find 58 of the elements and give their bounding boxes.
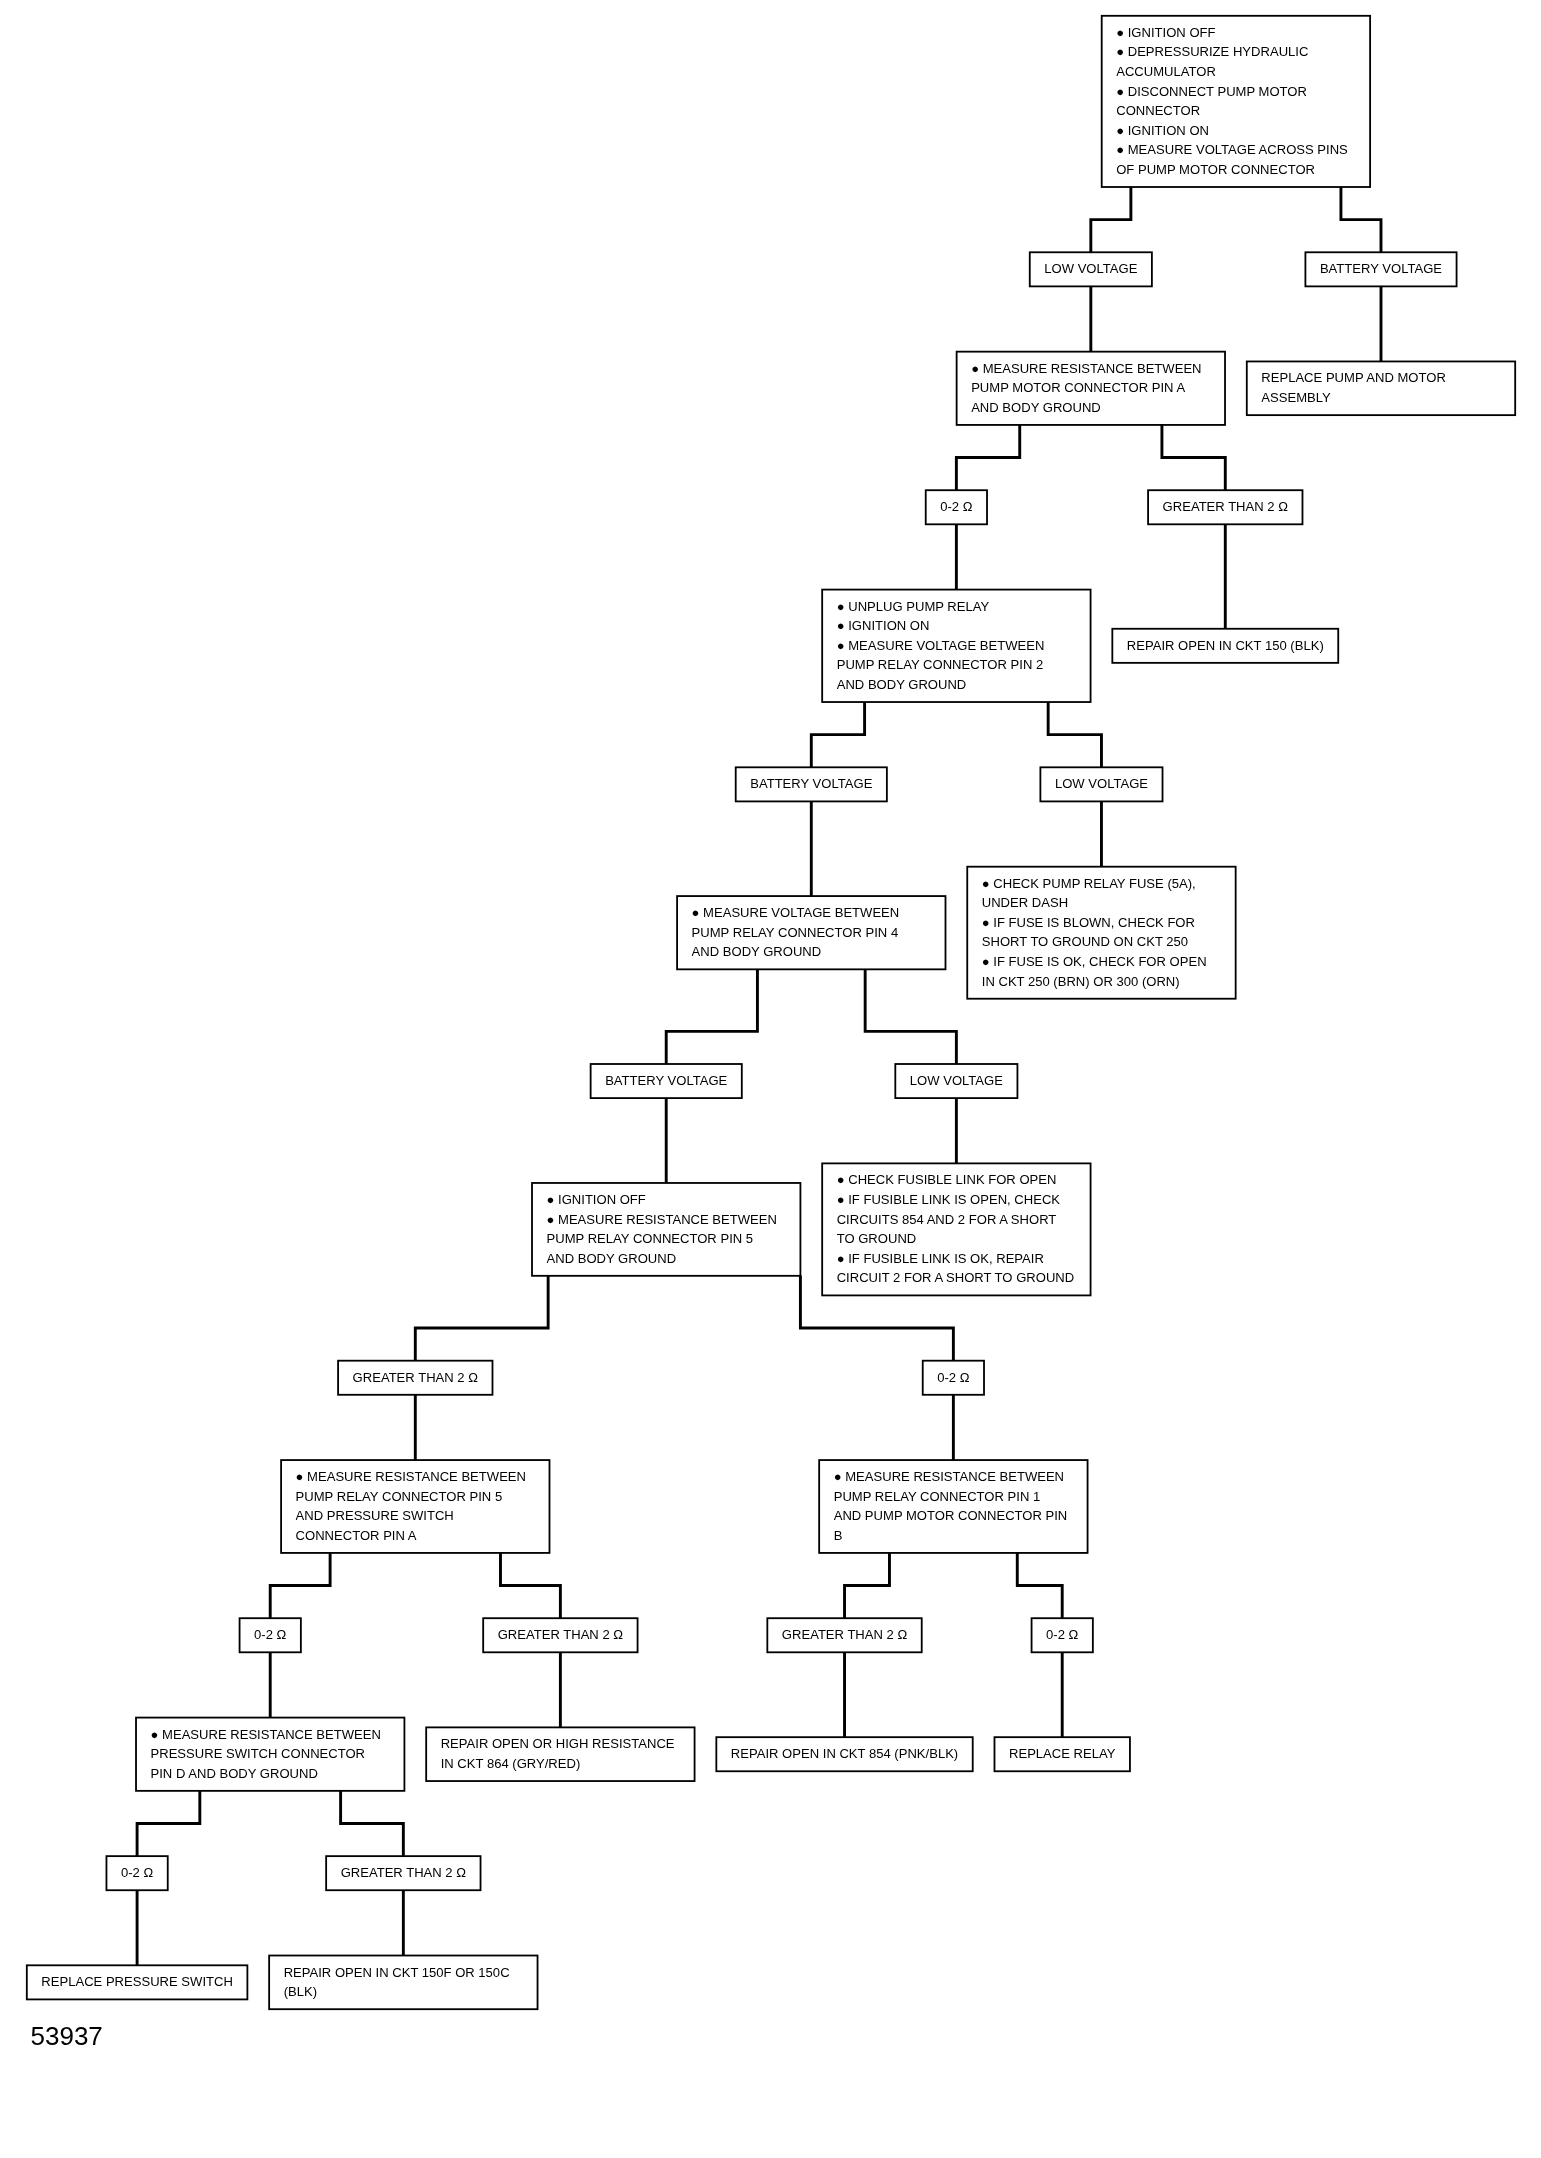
node-box: ● MEASURE RESISTANCE BETWEEN PUMP RELAY CONNECTOR PIN 1 AND PUMP MOTOR CONNECTOR PIN B xyxy=(817,1459,1088,1554)
node-box: ● MEASURE RESISTANCE BETWEEN PUMP MOTOR CONNECTOR PIN A AND BODY GROUND xyxy=(955,350,1226,426)
node-box: GREATER THAN 2 Ω xyxy=(765,1617,923,1654)
connector xyxy=(338,1790,405,1858)
node-box: ● MEASURE RESISTANCE BETWEEN PRESSURE SWITCH CONNECTOR PIN D AND BODY GROUND xyxy=(134,1716,405,1792)
connector xyxy=(809,801,813,898)
node-box: GREATER THAN 2 Ω xyxy=(336,1359,493,1396)
connector xyxy=(268,1552,332,1620)
connector xyxy=(863,969,958,1066)
node-box: LOW VOLTAGE xyxy=(1039,766,1163,803)
node-box: LOW VOLTAGE xyxy=(1028,251,1153,288)
node-box: ● MEASURE RESISTANCE BETWEEN PUMP RELAY CONNECTOR PIN 5 AND PRESSURE SWITCH CONNECTOR PIN A xyxy=(279,1459,550,1554)
connector xyxy=(1339,187,1382,254)
connector xyxy=(951,1394,955,1462)
node-box: ● IGNITION OFF ● MEASURE RESISTANCE BETWEEN PUMP RELAY CONNECTOR PIN 5 AND BODY GROUND xyxy=(530,1182,801,1277)
connector xyxy=(809,702,866,769)
node-box: REPAIR OPEN OR HIGH RESISTANCE IN CKT 864 (GRY/RED) xyxy=(424,1726,695,1782)
figure-number: 53937 xyxy=(30,2021,103,2052)
node-box: 0-2 Ω xyxy=(105,1855,169,1892)
connector xyxy=(558,1652,562,1729)
node-box: ● UNPLUG PUMP RELAY ● IGNITION ON ● MEASURE VOLTAGE BETWEEN PUMP RELAY CONNECTOR PIN 2 AND BODY GROUND xyxy=(820,588,1091,703)
connector xyxy=(664,969,759,1066)
connector xyxy=(135,1790,201,1858)
connector xyxy=(842,1652,846,1739)
connector xyxy=(1379,286,1382,363)
node-box: REPAIR OPEN IN CKT 150F OR 150C (BLK) xyxy=(267,1954,538,2011)
node-box: REPLACE RELAY xyxy=(993,1736,1131,1773)
node-box: ● IGNITION OFF ● DEPRESSURIZE HYDRAULIC ACCUMULATOR ● DISCONNECT PUMP MOTOR CONNECTOR ● IGNITION ON ● MEASURE VOLTAGE ACROSS PINS OF PUMP MOTOR CONNECTOR xyxy=(1100,14,1371,188)
node-box: LOW VOLTAGE xyxy=(893,1063,1018,1099)
connector xyxy=(401,1890,405,1957)
node-box: BATTERY VOLTAGE xyxy=(734,766,888,803)
node-box: GREATER THAN 2 Ω xyxy=(481,1617,638,1654)
node-box: ● CHECK PUMP RELAY FUSE (5A), UNDER DASH ● IF FUSE IS BLOWN, CHECK FOR SHORT TO GROUND ON CKT 250 ● IF FUSE IS OK, CHECK FOR OPEN IN CKT 250 (BRN) OR 300 (ORN) xyxy=(965,865,1237,1000)
connector xyxy=(1046,702,1103,769)
connector xyxy=(135,1890,139,1967)
connector xyxy=(954,424,1021,492)
node-box: GREATER THAN 2 Ω xyxy=(1146,489,1303,526)
node-box: 0-2 Ω xyxy=(238,1617,302,1654)
node-box: REPLACE PUMP AND MOTOR ASSEMBLY xyxy=(1245,360,1516,417)
connector xyxy=(1015,1552,1064,1620)
node-box: 0-2 Ω xyxy=(1030,1617,1094,1654)
node-box: REPAIR OPEN IN CKT 150 (BLK) xyxy=(1110,627,1339,664)
connector xyxy=(1160,424,1227,492)
connector xyxy=(1060,1652,1064,1739)
connector xyxy=(842,1552,891,1620)
node-box: ● CHECK FUSIBLE LINK FOR OPEN ● IF FUSIBLE LINK IS OPEN, CHECK CIRCUITS 854 AND 2 FOR A SHORT TO GROUND ● IF FUSIBLE LINK IS OK, REPAIR CIRCUIT 2 FOR A SHORT TO GROUND xyxy=(820,1162,1091,1297)
connector xyxy=(1088,187,1132,254)
connector xyxy=(954,1098,958,1165)
node-box: REPAIR OPEN IN CKT 854 (PNK/BLK) xyxy=(714,1736,974,1773)
node-box: GREATER THAN 2 Ω xyxy=(324,1855,481,1892)
node-box: ● MEASURE VOLTAGE BETWEEN PUMP RELAY CONNECTOR PIN 4 AND BODY GROUND xyxy=(675,895,946,971)
node-box: 0-2 Ω xyxy=(924,489,988,526)
connector xyxy=(413,1394,417,1462)
node-box: REPLACE PRESSURE SWITCH xyxy=(25,1964,248,2001)
connector xyxy=(498,1552,562,1620)
node-box: BATTERY VOLTAGE xyxy=(589,1063,743,1099)
node-box: BATTERY VOLTAGE xyxy=(1304,251,1457,288)
node-box: 0-2 Ω xyxy=(921,1359,985,1396)
